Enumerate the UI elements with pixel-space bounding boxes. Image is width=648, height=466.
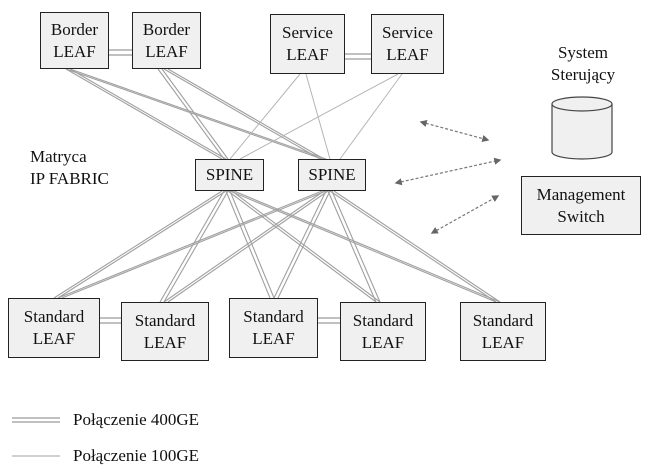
node-line2: LEAF <box>481 332 525 352</box>
arrow-top <box>419 120 490 142</box>
node-line2: LEAF <box>252 329 295 348</box>
node-line2: LEAF <box>143 332 187 352</box>
node-line1: Standard <box>134 310 196 330</box>
fabric-label: Matryca IP FABRIC <box>30 146 109 190</box>
node-line2: LEAF <box>145 41 188 61</box>
node-line1: Standard <box>352 310 414 330</box>
service-leaf-1: Service LEAF <box>270 14 345 74</box>
node-line1: Service <box>382 23 433 42</box>
node-line1: Service <box>282 23 333 42</box>
control-system-line1: System <box>557 43 609 62</box>
legend-100ge-label: Połączenie 100GE <box>73 446 200 465</box>
fabric-label-line1: Matryca <box>30 147 87 166</box>
node-line2: LEAF <box>386 45 429 64</box>
link-400ge-standard-pair-2 <box>318 317 340 324</box>
database-icon <box>551 96 613 160</box>
fabric-label-line2: IP FABRIC <box>30 169 109 188</box>
node-line2: LEAF <box>361 332 405 352</box>
legend-400ge-sample <box>12 417 60 423</box>
link-400ge-border-pair <box>109 49 132 56</box>
spine-1: SPINE <box>195 159 264 191</box>
link-400ge-border-spine <box>65 68 327 160</box>
node-line1: Management <box>536 184 626 204</box>
standard-leaf-1: Standard LEAF <box>8 298 100 358</box>
border-leaf-1: Border LEAF <box>40 12 109 69</box>
link-400ge-spine-standard <box>53 190 501 303</box>
standard-leaf-4: Standard LEAF <box>340 302 426 361</box>
management-switch: Management Switch <box>521 176 641 235</box>
management-arrows <box>394 120 502 234</box>
node-line2: Switch <box>557 206 605 226</box>
standard-leaf-5: Standard LEAF <box>460 302 546 361</box>
arrow-middle <box>394 157 502 186</box>
node-line2: LEAF <box>53 41 96 61</box>
control-system-line2: Sterujący <box>550 65 616 84</box>
node-line1: Standard <box>472 310 534 330</box>
node-label: SPINE <box>205 165 254 184</box>
standard-leaf-3: Standard LEAF <box>229 298 318 358</box>
arrow-bottom <box>430 195 500 234</box>
control-system-label: System Sterujący <box>540 42 626 86</box>
link-400ge-service-pair <box>345 53 371 60</box>
node-line1: Standard <box>23 307 85 326</box>
node-line1: Standard <box>243 307 304 326</box>
link-100ge-service-spine <box>229 73 403 160</box>
node-line1: Border <box>142 19 191 39</box>
node-line2: LEAF <box>286 45 329 64</box>
legend-400ge-label: Połączenie 400GE <box>73 410 200 429</box>
standard-leaf-2: Standard LEAF <box>121 302 209 361</box>
border-leaf-2: Border LEAF <box>132 12 201 69</box>
link-400ge-standard-pair-1 <box>100 317 121 324</box>
node-line1: Border <box>50 19 99 39</box>
node-line2: LEAF <box>32 329 76 348</box>
node-label: SPINE <box>308 165 356 184</box>
service-leaf-2: Service LEAF <box>371 14 444 74</box>
spine-2: SPINE <box>298 159 366 191</box>
